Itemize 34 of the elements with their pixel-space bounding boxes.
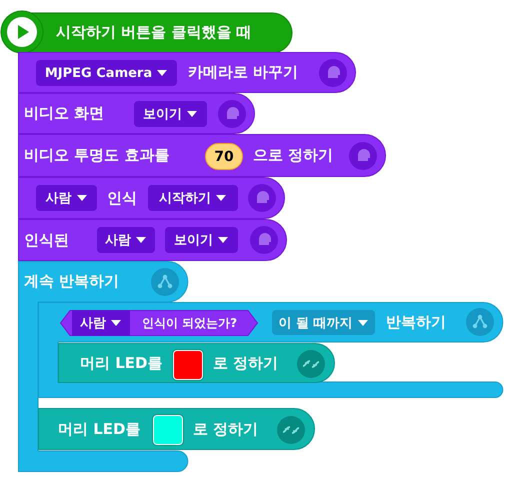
dropdown: 보이기 bbox=[134, 101, 207, 127]
dropdown: 사람 bbox=[72, 310, 130, 336]
block-label: 인식된 bbox=[24, 230, 69, 251]
condition-block bbox=[60, 310, 258, 336]
dropdown: 사람 bbox=[36, 185, 97, 211]
block-label: 으로 정하기 bbox=[253, 145, 334, 166]
event-block bbox=[0, 8, 292, 54]
command-block bbox=[18, 93, 255, 134]
block-label: 인식이 되었는가? bbox=[142, 315, 238, 332]
command-block bbox=[38, 408, 315, 450]
command-block bbox=[18, 219, 287, 261]
dropdown: MJPEG Camera bbox=[36, 60, 177, 86]
loop-block bbox=[38, 302, 503, 398]
command-block bbox=[18, 177, 285, 219]
command-block bbox=[18, 134, 386, 177]
block-label: 로 정하기 bbox=[193, 419, 258, 440]
block-label: 비디오 투명도 효과를 bbox=[24, 145, 170, 166]
dropdown: 사람 bbox=[97, 227, 155, 253]
color-picker bbox=[153, 415, 183, 445]
block-label: 인식 bbox=[107, 188, 137, 209]
dropdown: 보이기 bbox=[165, 227, 238, 253]
block-label: 계속 반복하기 bbox=[24, 271, 120, 292]
dropdown: 시작하기 bbox=[148, 185, 238, 211]
block-label: 머리 LED를 bbox=[80, 353, 162, 374]
block-label: 카메라로 바꾸기 bbox=[188, 62, 298, 83]
block-label: 머리 LED를 bbox=[58, 419, 140, 440]
block-label: 시작하기 버튼을 클릭했을 때 bbox=[56, 22, 252, 43]
command-block bbox=[18, 52, 356, 93]
command-block bbox=[58, 343, 335, 383]
block-label: 로 정하기 bbox=[213, 353, 278, 374]
block-label: 반복하기 bbox=[386, 312, 446, 333]
color-picker bbox=[173, 350, 203, 380]
dropdown: 이 될 때까지 bbox=[272, 310, 375, 335]
block-label: 비디오 화면 bbox=[24, 103, 104, 124]
